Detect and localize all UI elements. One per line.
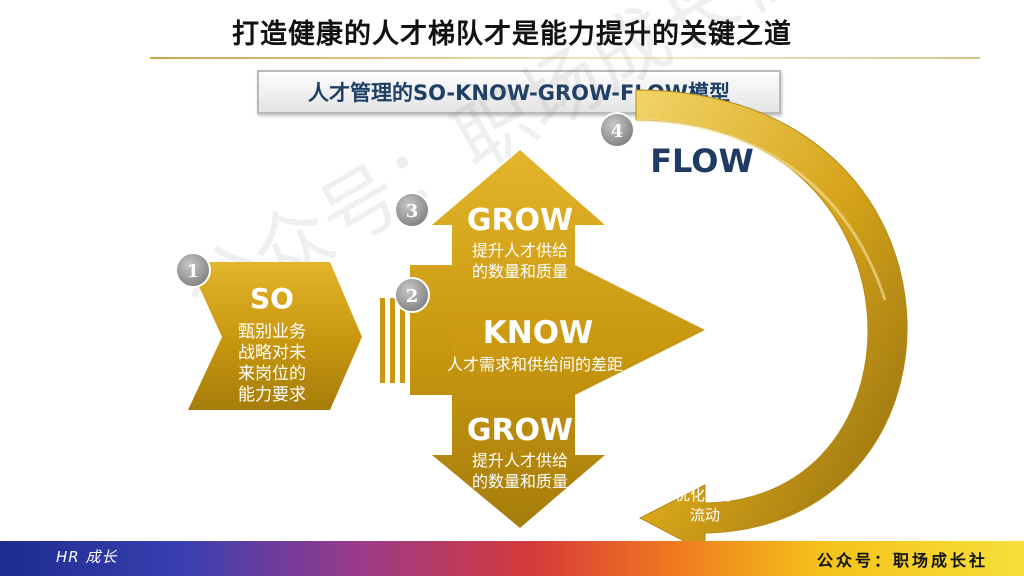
so-desc-line-2: 战略对未 bbox=[238, 343, 306, 363]
grow-know-cross-arrow bbox=[410, 150, 705, 528]
footer-left-text: HR 成长 bbox=[56, 548, 118, 566]
footer-right-text: 公众号：职场成长社 bbox=[816, 551, 988, 570]
connector-bar-2 bbox=[390, 298, 395, 383]
footer-bar bbox=[0, 541, 1024, 576]
flow-label: FLOW bbox=[650, 142, 754, 180]
flow-desc-line-1: 优化人才 bbox=[675, 486, 735, 504]
grow-top-desc-line-2: 的数量和质量 bbox=[472, 262, 568, 281]
title-underline bbox=[150, 57, 980, 59]
grow-bottom-desc-line-1: 提升人才供给 bbox=[472, 451, 568, 470]
know-band bbox=[452, 300, 575, 360]
step-1-circle bbox=[175, 252, 211, 288]
flow-desc-line-2: 流动 bbox=[690, 506, 720, 524]
so-desc-line-1: 甄别业务 bbox=[238, 322, 306, 342]
step-4-number: 4 bbox=[611, 121, 624, 142]
so-label: SO bbox=[250, 282, 294, 315]
so-desc-line-4: 能力要求 bbox=[238, 385, 306, 405]
step-3-number: 3 bbox=[406, 201, 419, 222]
know-desc: 人才需求和供给间的差距 bbox=[447, 355, 623, 374]
grow-top-desc-line-1: 提升人才供给 bbox=[472, 241, 568, 260]
page-title: 打造健康的人才梯队才是能力提升的关键之道 bbox=[232, 19, 792, 50]
know-label: KNOW bbox=[483, 315, 594, 351]
connector-bar-1 bbox=[380, 298, 385, 383]
grow-bottom-label: GROW bbox=[467, 413, 573, 448]
step-4-circle bbox=[599, 112, 635, 148]
step-2-number: 2 bbox=[406, 286, 419, 307]
so-chevron bbox=[188, 262, 362, 410]
grow-top-label: GROW bbox=[467, 203, 573, 238]
step-2-circle bbox=[394, 277, 430, 313]
step-3-circle bbox=[394, 192, 430, 228]
flow-highlight bbox=[635, 118, 887, 301]
grow-bottom-desc-line-2: 的数量和质量 bbox=[472, 472, 568, 491]
so-desc-line-3: 来岗位的 bbox=[238, 364, 306, 384]
step-1-number: 1 bbox=[187, 261, 200, 282]
connector-bar-3 bbox=[400, 298, 405, 383]
